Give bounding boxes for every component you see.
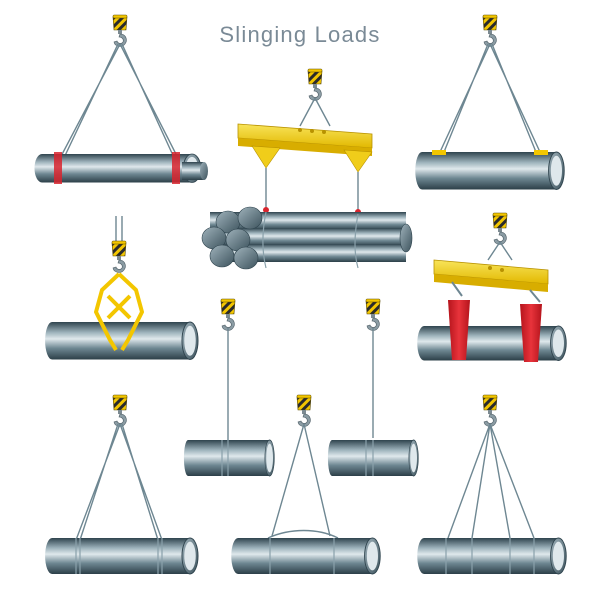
steel-pipe [183,439,275,477]
crane-hook-icon [220,298,236,331]
steel-pipe [416,325,567,362]
crane-hook-icon [307,68,323,101]
steel-pipe [414,151,565,191]
steel-pipe [416,537,567,575]
steel-pipe [230,537,381,575]
page-title: Slinging Loads [219,22,381,47]
crane-hook-icon [365,298,381,331]
four-leg-scene [416,394,567,575]
red-sling [520,304,542,362]
crane-hook-icon [112,394,128,427]
spreader-beam-bundle-scene [201,68,413,270]
crane-hook-icon [482,394,498,427]
bridle-basket-scene [230,394,381,575]
single-hook-left-scene [183,298,275,477]
steel-pipe [44,537,199,575]
pipe-bundle [201,206,413,270]
crane-hook-icon [111,240,127,273]
crane-hook-icon [296,394,312,427]
grab-tongs-scene [44,216,199,361]
single-hook-right-scene [327,298,419,477]
two-leg-hooks-scene [414,14,565,191]
crane-hook-icon [482,14,498,47]
grab-tongs [94,272,144,352]
spreader-red-slings-scene [416,212,567,362]
crane-hook-icon [492,212,508,245]
crane-hook-icon [112,14,128,47]
red-sling [448,300,470,360]
two-leg-basket-scene [44,394,199,575]
two-leg-choke-scene [33,14,208,184]
steel-pipe [44,321,199,361]
